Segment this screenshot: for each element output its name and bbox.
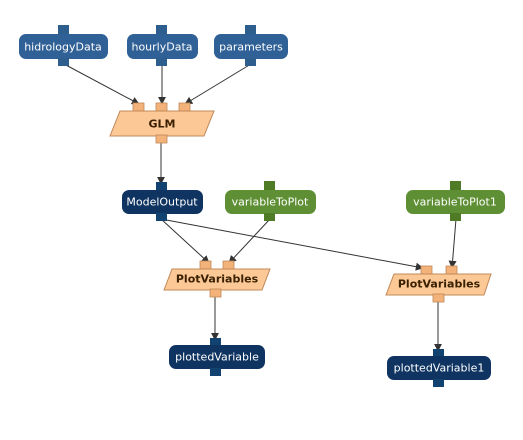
node-body bbox=[225, 190, 316, 214]
node-label: hourlyData bbox=[131, 41, 192, 54]
output-port[interactable] bbox=[156, 213, 167, 221]
process-body bbox=[385, 273, 492, 296]
node-hidrology-data[interactable]: hidrologyData bbox=[19, 25, 108, 66]
node-body bbox=[214, 34, 288, 59]
input-port[interactable] bbox=[433, 349, 444, 358]
output-port[interactable] bbox=[264, 181, 275, 191]
edge-modeloutput-to-plotvariables1 bbox=[160, 218, 424, 271]
process-body bbox=[109, 110, 215, 137]
node-body bbox=[127, 34, 198, 59]
output-port[interactable] bbox=[210, 368, 221, 376]
edge-parameters-to-glm bbox=[184, 63, 252, 105]
output-port[interactable] bbox=[432, 293, 445, 303]
output-port[interactable] bbox=[58, 58, 69, 66]
node-label: parameters bbox=[219, 41, 283, 54]
node-label: variableToPlot bbox=[232, 196, 309, 209]
node-body bbox=[122, 190, 203, 214]
node-parameters[interactable]: parameters bbox=[214, 25, 288, 66]
output-port[interactable] bbox=[209, 288, 222, 298]
node-body bbox=[19, 34, 108, 59]
edge-variabletoplot-to-plotvariables bbox=[228, 218, 271, 264]
node-body bbox=[406, 190, 505, 214]
node-label: variableToPlot1 bbox=[413, 196, 497, 209]
output-port[interactable] bbox=[450, 213, 461, 221]
node-model-output[interactable]: ModelOutput bbox=[122, 182, 203, 221]
node-label: plottedVariable1 bbox=[394, 362, 485, 375]
output-port[interactable] bbox=[450, 181, 461, 191]
node-variable-to-plot-1[interactable]: variableToPlot1 bbox=[406, 181, 505, 221]
node-plotted-variable-1[interactable]: plottedVariable1 bbox=[387, 349, 491, 387]
process-label: PlotVariables bbox=[398, 278, 481, 291]
node-hourly-data[interactable]: hourlyData bbox=[127, 25, 198, 66]
output-port[interactable] bbox=[433, 379, 444, 387]
edge-modeloutput-to-plotvariables bbox=[160, 218, 210, 264]
edge-layer bbox=[63, 63, 457, 352]
output-port[interactable] bbox=[264, 213, 275, 221]
node-variable-to-plot[interactable]: variableToPlot bbox=[225, 181, 316, 221]
output-port[interactable] bbox=[245, 58, 256, 66]
edge-variabletoplot1-to-plotvariables1 bbox=[448, 218, 457, 269]
output-port[interactable] bbox=[245, 25, 256, 35]
process-plot-variables[interactable]: PlotVariables bbox=[163, 260, 271, 298]
process-body bbox=[163, 268, 271, 291]
edge-hidrology-to-glm bbox=[63, 63, 140, 105]
input-port[interactable] bbox=[156, 182, 167, 191]
output-port[interactable] bbox=[156, 58, 167, 66]
node-plotted-variable[interactable]: plottedVariable bbox=[169, 338, 265, 376]
process-glm[interactable]: GLM bbox=[109, 102, 215, 144]
output-port[interactable] bbox=[58, 25, 69, 35]
output-port[interactable] bbox=[156, 25, 167, 35]
process-label: GLM bbox=[149, 118, 176, 131]
node-body bbox=[387, 356, 491, 380]
process-plot-variables-1[interactable]: PlotVariables bbox=[385, 265, 492, 303]
node-label: hidrologyData bbox=[24, 41, 102, 54]
input-port[interactable] bbox=[210, 338, 221, 347]
node-label: ModelOutput bbox=[126, 196, 198, 209]
node-body bbox=[169, 345, 265, 369]
node-label: plottedVariable bbox=[175, 351, 259, 364]
output-port[interactable] bbox=[155, 134, 168, 144]
process-label: PlotVariables bbox=[176, 273, 259, 286]
